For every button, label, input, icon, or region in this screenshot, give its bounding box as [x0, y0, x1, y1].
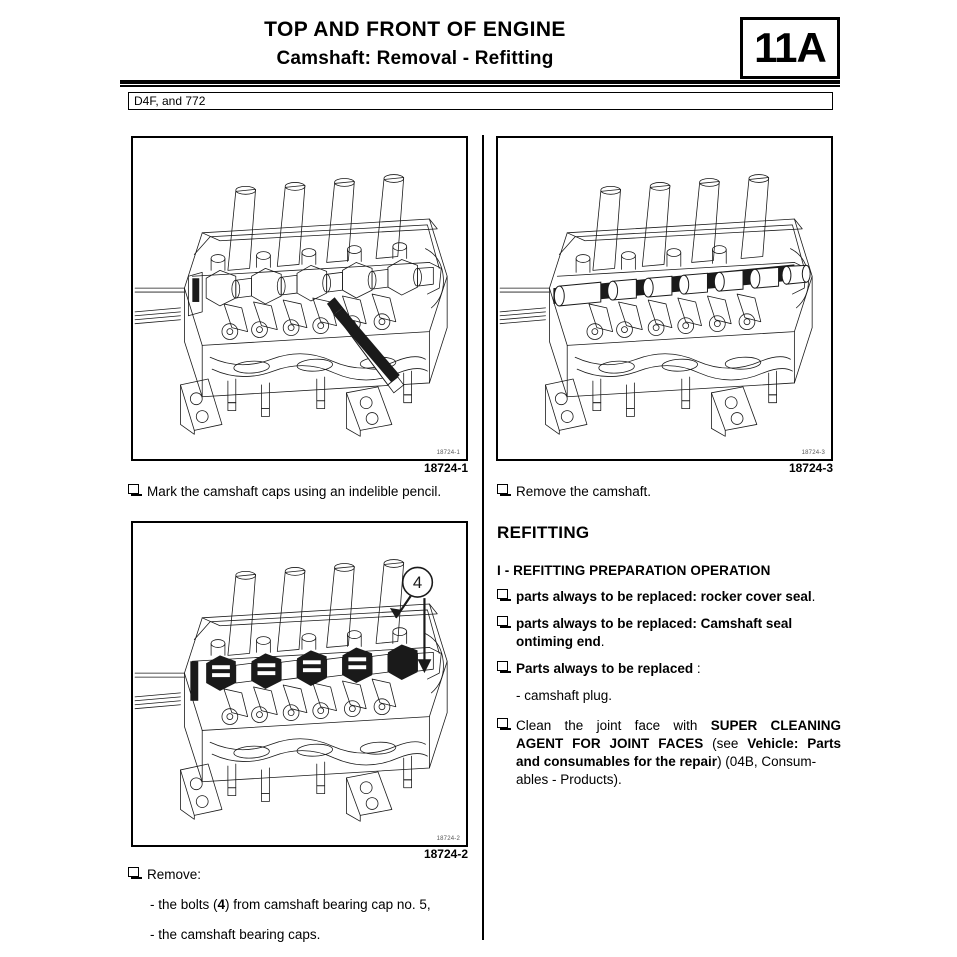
figure-2-caption-id: 18724-2 [423, 847, 468, 861]
prep-subitem-camshaft-plug: - camshaft plug. [497, 687, 841, 705]
figure-2-line-art: 4 [134, 559, 448, 822]
instruction-text: Remove: [147, 867, 202, 882]
remove-subitem-bolts: - the bolts (4) from camshaft bearing ca… [128, 896, 476, 914]
left-column-text-bottom: Remove: - the bolts (4) from camshaft be… [128, 866, 476, 953]
prep-item-text: parts always to be replaced: rocker cove… [516, 589, 812, 604]
figure-camshaft-removed: 18724-3 [496, 136, 833, 461]
camshaft-part [553, 264, 811, 307]
remove-subitem-caps: - the camshaft bearing caps. [128, 926, 476, 944]
clean-line-3: and consumables for the repair) (04B, Co… [516, 753, 841, 771]
section-heading-refitting: REFITTING [497, 523, 590, 542]
doc-ref: ) (04B, Consum- [717, 754, 817, 769]
checkbox-bullet-icon [128, 867, 142, 879]
prep-item-text-line2: timing end [532, 634, 601, 649]
figure-1-line-art [134, 174, 448, 437]
remove-caps-text: - the camshaft bearing caps. [150, 927, 321, 942]
checkbox-bullet-icon [497, 484, 511, 496]
header-titles: TOP AND FRONT OF ENGINE Camshaft: Remova… [120, 8, 710, 72]
prep-item-period: . [811, 589, 816, 604]
instruction-text: Remove the camshaft. [516, 484, 652, 499]
checkbox-bullet-icon [497, 616, 511, 628]
prep-item-period: . [600, 634, 605, 649]
clean-w3: joint [596, 718, 622, 733]
instruction-remove-camshaft: Remove the camshaft. [497, 483, 841, 501]
checkbox-bullet-icon [497, 718, 511, 730]
clean-w5: with [673, 718, 698, 733]
instruction-remove-heading: Remove: [128, 866, 476, 884]
page-header: TOP AND FRONT OF ENGINE Camshaft: Remova… [120, 8, 840, 79]
product-name-part2: AGENT FOR JOINT FACES [516, 736, 704, 751]
prep-item-camshaft-seal: parts always to be replaced: Camshaft se… [497, 615, 841, 651]
clean-w4: face [634, 718, 661, 733]
clean-line-1: Clean the joint face with SUPER CLEANING [516, 717, 841, 735]
clean-w2: the [564, 718, 584, 733]
clean-w1: Clean [516, 718, 552, 733]
callout-4-group: 4 [389, 566, 434, 674]
checkbox-bullet-icon [497, 589, 511, 601]
column-divider [482, 135, 484, 940]
section-badge-label: 11A [743, 20, 837, 76]
page-title-main: TOP AND FRONT OF ENGINE [264, 18, 566, 41]
figure-1-inner-id: 18724-1 [436, 450, 460, 456]
clean-line-4: ables - Products). [516, 772, 622, 787]
instruction-mark-caps: Mark the camshaft caps using an indelibl… [128, 483, 476, 501]
figure-3-line-art [499, 174, 813, 437]
page-title-sub: Camshaft: Removal - Refitting [276, 48, 554, 69]
prep-item-colon: : [693, 661, 701, 676]
instruction-text: Mark the camshaft caps using an indelibl… [147, 484, 442, 499]
header-rule-thin [120, 85, 840, 87]
product-name-part1: SUPER CLEANING [710, 718, 841, 733]
remove-bolts-prefix: - the bolts ( [150, 897, 218, 912]
variant-box: D4F, and 772 [128, 92, 833, 110]
svg-text:4: 4 [413, 573, 422, 592]
see-word: (see [712, 736, 739, 751]
variant-label: D4F, and 772 [134, 94, 206, 108]
cross-ref-part2: and consumables for the repair [516, 754, 718, 769]
prep-item-rocker-cover-seal: parts always to be replaced: rocker cove… [497, 588, 841, 606]
prep-item-clean-joint-face: Clean the joint face with SUPER CLEANING… [497, 717, 841, 789]
prep-item-text-line1: parts always to be replaced: Camshaft se… [516, 616, 793, 649]
left-column-text-top: Mark the camshaft caps using an indelibl… [128, 483, 476, 510]
figure-2-inner-id: 18724-2 [436, 836, 460, 842]
clean-line-2: AGENT FOR JOINT FACES (see Vehicle: Part… [516, 735, 841, 753]
remove-bolts-suffix: ) from camshaft bearing cap no. 5, [225, 897, 431, 912]
header-rule-thick [120, 80, 840, 84]
cross-ref-part1: Vehicle: Parts [747, 736, 841, 751]
prep-item-text: Parts always to be replaced [516, 661, 694, 676]
subsection-heading-preparation: I - REFITTING PREPARATION OPERATION [497, 563, 771, 578]
prep-subitem-text: - camshaft plug. [516, 688, 613, 703]
figure-bearing-caps-removal: 4 18724-2 [131, 521, 468, 847]
figure-3-inner-id: 18724-3 [801, 450, 825, 456]
figure-camshaft-marking: 18724-1 [131, 136, 468, 461]
section-badge: 11A [740, 17, 840, 79]
checkbox-bullet-icon [128, 484, 142, 496]
checkbox-bullet-icon [497, 661, 511, 673]
figure-1-caption-id: 18724-1 [423, 461, 468, 475]
remove-bolts-ref: 4 [217, 897, 226, 912]
figure-3-caption-id: 18724-3 [788, 461, 833, 475]
right-column-text: Remove the camshaft. REFITTING I - REFIT… [497, 483, 841, 798]
prep-item-parts-replaced: Parts always to be replaced : [497, 660, 841, 678]
header-rule-gap [120, 84, 840, 85]
